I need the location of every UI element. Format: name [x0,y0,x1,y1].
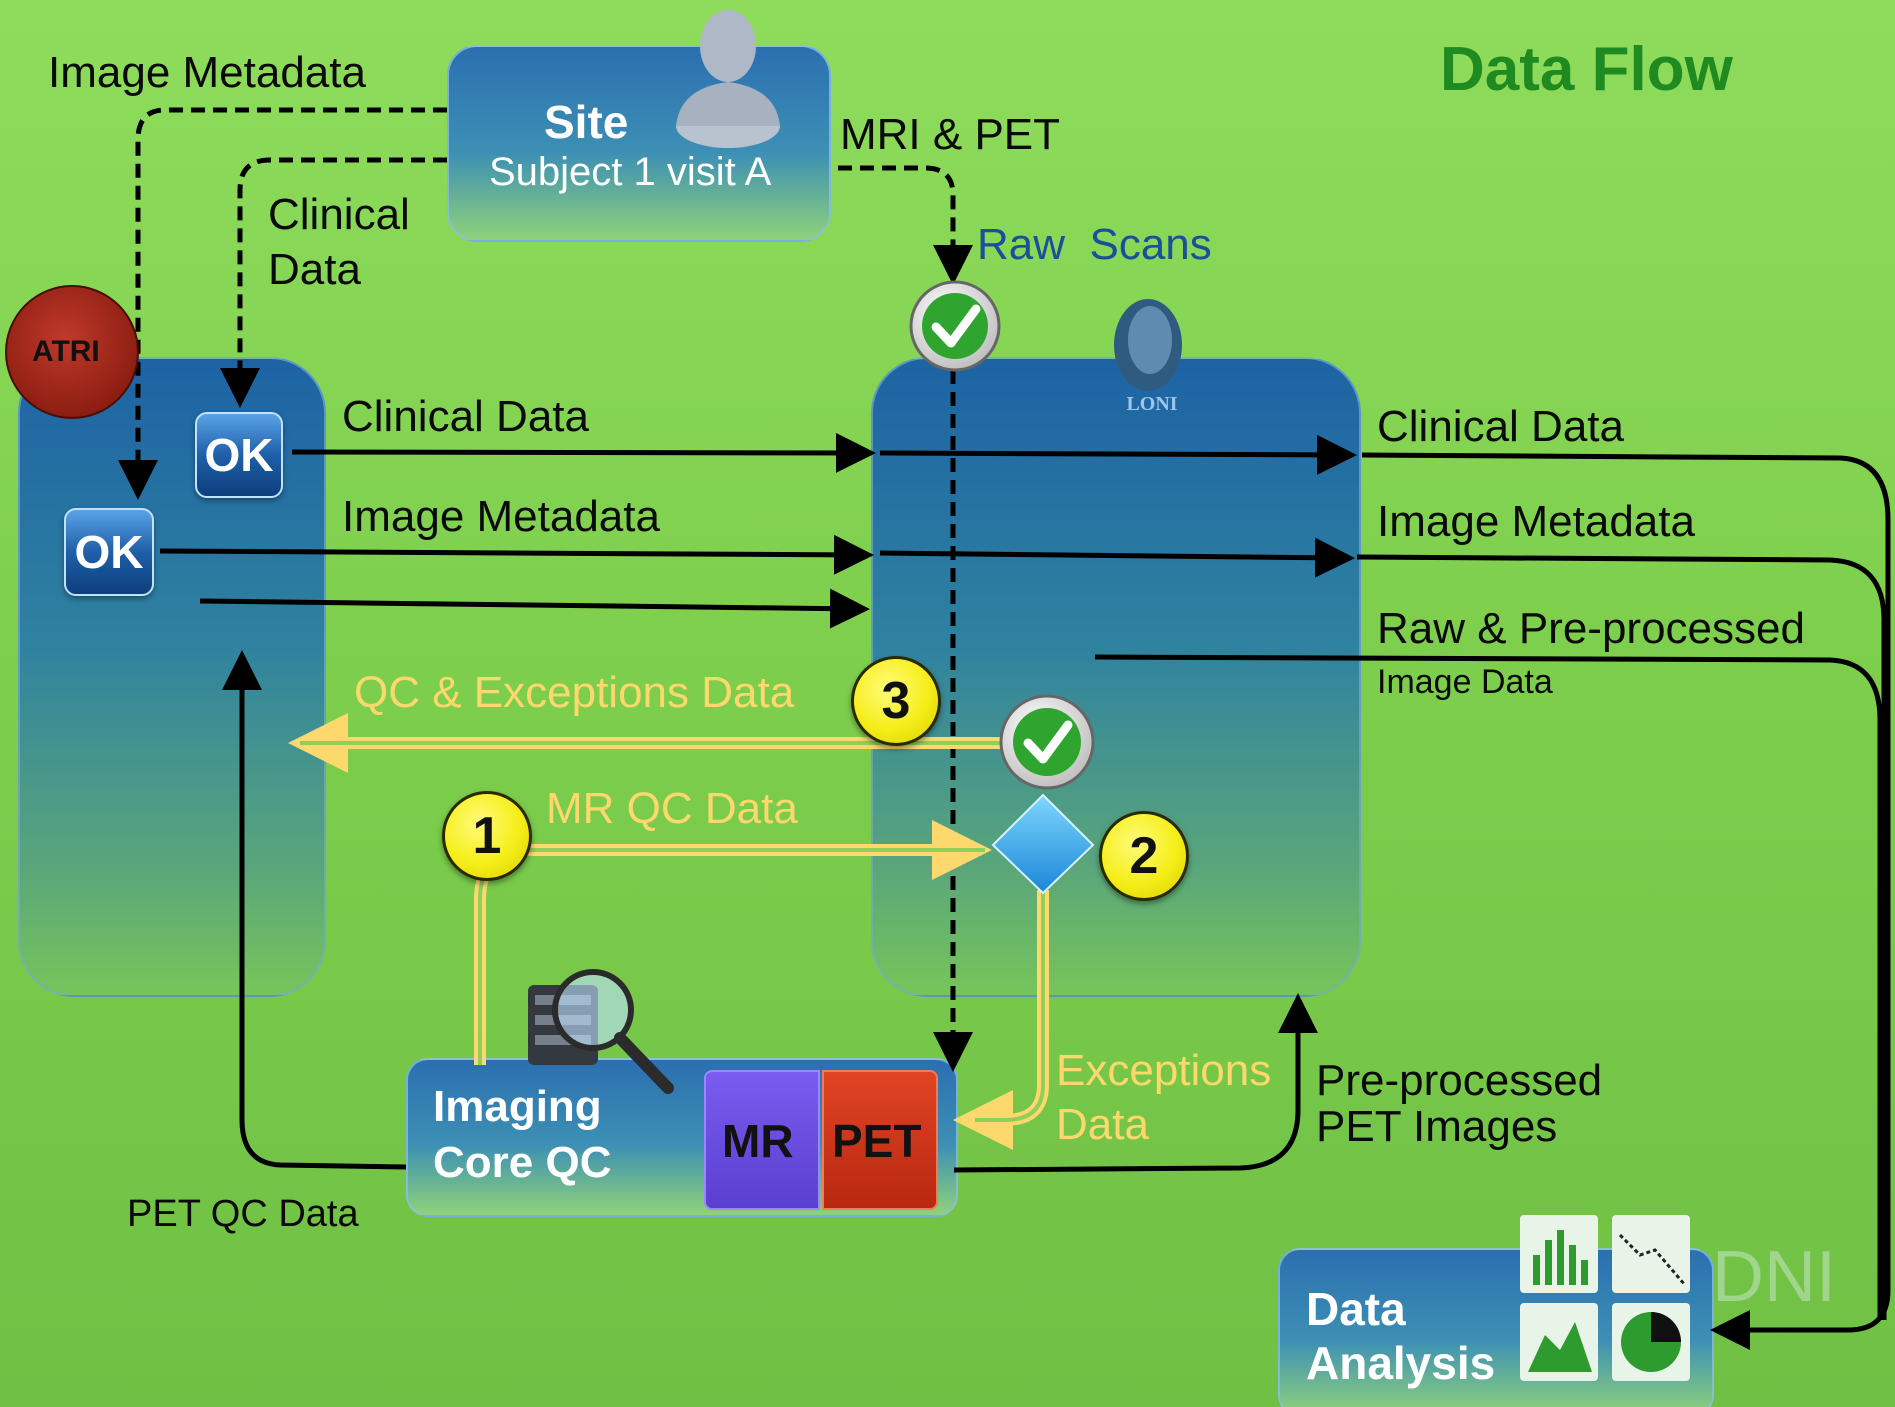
label-image-metadata-top: Image Metadata [48,48,366,97]
mr-block: MR [704,1070,820,1210]
area-chart-icon [1520,1303,1598,1381]
label-image-metadata-mid: Image Metadata [342,492,660,541]
preprocessed-pet-line [953,993,1318,1173]
line-chart-icon [1612,1215,1690,1293]
label-clinical-mid: Clinical Data [342,392,589,441]
curve-raw-to-analysis [1094,654,1883,1320]
imaging-core-line1: Imaging [433,1082,602,1131]
data-analysis-line2: Analysis [1306,1337,1496,1389]
label-image-data: Image Data [1377,663,1553,701]
site-title: Site [544,96,629,148]
label-exceptions-2: Data [1056,1100,1149,1149]
label-preprocessed-1: Pre-processed [1316,1056,1603,1105]
atri-logo: ATRI [5,285,139,419]
label-clinical-left-2: Data [268,245,361,294]
label-raw-scans: Raw Scans [977,220,1212,269]
label-clinical-right: Clinical Data [1377,402,1624,451]
pet-label: PET [832,1115,922,1167]
dashed-mri-pet-line [838,165,973,285]
label-preprocessed-2: PET Images [1316,1102,1558,1151]
page-title: Data Flow [1440,35,1733,104]
person-icon [676,10,780,148]
adni-watermark: DNI [1712,1237,1836,1317]
bar-chart-icon [1520,1215,1598,1293]
exceptions-yellow-line [953,890,1049,1150]
label-qc-exceptions: QC & Exceptions Data [354,668,795,717]
mr-label: MR [722,1115,794,1167]
badge-2: 2 [1099,811,1189,901]
atri-label: ATRI [32,335,100,368]
site-subtitle: Subject 1 visit A [489,150,772,194]
badge-3: 3 [851,656,941,746]
label-raw-preprocessed: Raw & Pre-processed [1377,604,1805,653]
arrow-clinical-right [879,434,1357,475]
pet-qc-return-line [222,650,407,1170]
label-mri-pet: MRI & PET [840,110,1061,159]
ok-button-clinical[interactable]: OK [195,412,283,498]
loni-head-icon: LONI [1114,299,1182,415]
label-pet-qc: PET QC Data [127,1193,359,1235]
arrow-metadata-to-loni [159,534,874,575]
curve-metadata-to-analysis [1356,554,1887,1320]
imaging-core-line2: Core QC [433,1138,612,1187]
arrow-clinical-to-loni [291,432,876,473]
curve-clinical-to-analysis [1361,452,1891,1350]
label-image-metadata-right: Image Metadata [1377,497,1695,546]
imaging-core-qc-box: Imaging Core QC MR PET [406,1058,958,1217]
arrow-third-to-loni [199,588,870,629]
check-icon-raw-scans [909,280,1001,372]
loni-text: LONI [1126,393,1177,415]
ok-button-metadata[interactable]: OK [64,508,154,596]
data-analysis-line1: Data [1306,1283,1406,1335]
decision-diamond-icon [991,793,1095,895]
label-mr-qc: MR QC Data [546,784,798,833]
pie-chart-icon [1612,1303,1690,1381]
arrow-metadata-right [879,537,1355,578]
site-box: Site Subject 1 visit A [447,45,831,242]
label-exceptions-1: Exceptions [1056,1046,1272,1095]
check-icon-qc [999,694,1095,790]
label-clinical-left-1: Clinical [268,190,410,239]
dashed-clinical-line [220,157,447,408]
server-magnifier-icon [528,969,674,1094]
badge-1: 1 [442,791,532,881]
pet-block: PET [822,1070,938,1210]
